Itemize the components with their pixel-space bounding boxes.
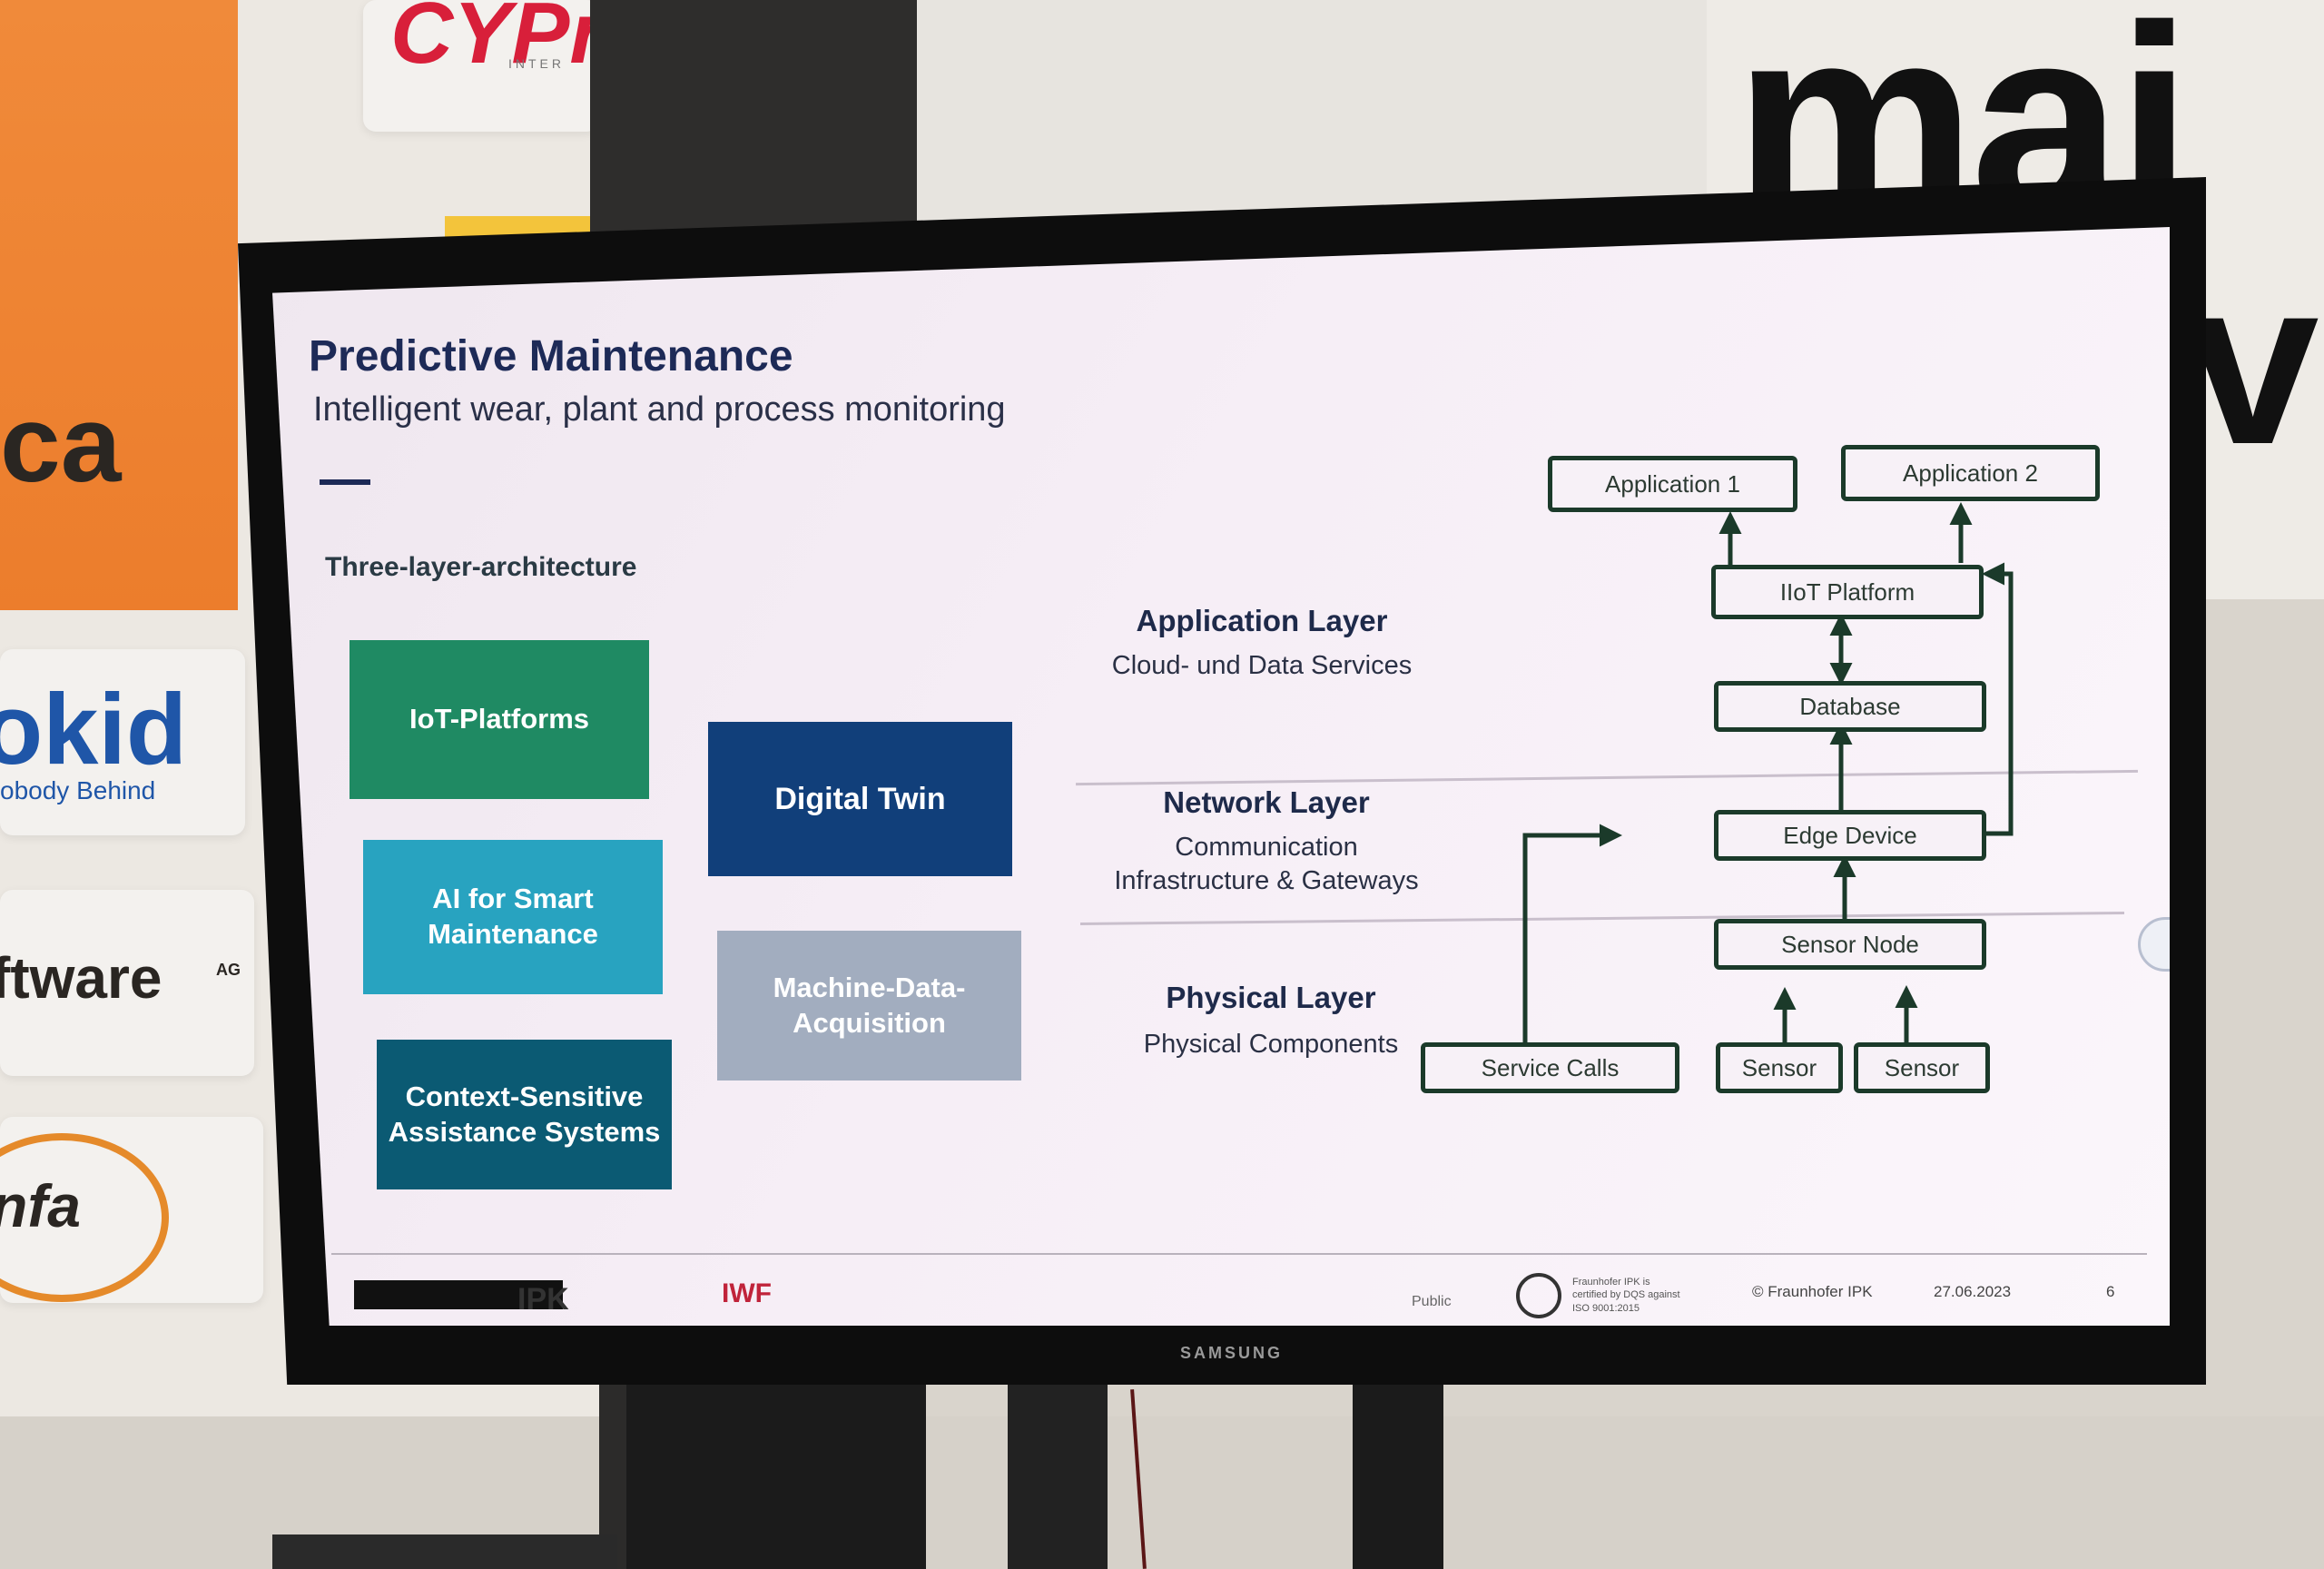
network-layer-description-2: Infrastructure & Gateways	[1114, 866, 1419, 895]
tile-ai-smart-maintenance: AI for Smart Maintenance	[363, 840, 663, 994]
tile-iot-platforms: IoT-Platforms	[350, 640, 649, 799]
certification-seal-icon	[1516, 1273, 1561, 1318]
footer-ipk-mark: IPK	[517, 1282, 569, 1317]
mfa-logo: nfa	[0, 1172, 81, 1239]
application-layer-description: Cloud- und Data Services	[1111, 651, 1413, 680]
title-accent-rule	[320, 479, 370, 485]
arrow-edge-to-platform	[1977, 562, 2014, 836]
software-logo-suffix: AG	[216, 961, 241, 979]
network-layer-description-1: Communication	[1175, 833, 1358, 862]
footer-copyright: © Fraunhofer IPK	[1752, 1283, 1873, 1300]
tv-stand-right-leg	[1353, 1380, 1443, 1569]
section-label: Three-layer-architecture	[325, 552, 637, 582]
physical-layer-description: Physical Components	[1143, 1030, 1399, 1059]
cypro-logo: CYPr	[390, 0, 604, 82]
application-layer-title: Application Layer	[1136, 604, 1388, 637]
footer-rule	[331, 1253, 2147, 1255]
tile-digital-twin: Digital Twin	[708, 722, 1012, 876]
node-sensor-a: Sensor	[1716, 1042, 1843, 1093]
node-sensor-node: Sensor Node	[1714, 919, 1986, 970]
arrow-servicecalls-to-edge	[1522, 824, 1622, 1046]
tv-stand-middle-leg	[1008, 1380, 1108, 1569]
orange-banner	[0, 0, 238, 610]
tile-context-sensitive-assistance: Context-Sensitive Assistance Systems	[377, 1040, 672, 1189]
node-database: Database	[1714, 681, 1986, 732]
architecture-diagram-connectors	[1522, 502, 2014, 1046]
okid-logo: okid	[0, 674, 188, 785]
cypro-logo-subtext: INTER	[508, 56, 565, 71]
cypro-logo-card	[363, 0, 599, 132]
footer-classification: Public	[1412, 1294, 1452, 1309]
slide-title: Predictive Maintenance	[309, 332, 793, 380]
node-edge-device: Edge Device	[1714, 810, 1986, 861]
footer-page-number: 6	[2106, 1283, 2115, 1300]
tv-stand-left-leg	[626, 1380, 926, 1569]
footer-date: 27.06.2023	[1934, 1283, 2012, 1300]
right-booth-sign-second-line: v	[2188, 231, 2319, 494]
node-application-1: Application 1	[1548, 456, 1797, 512]
mfa-logo-ring	[0, 1133, 169, 1302]
software-logo: ftware	[0, 945, 162, 1011]
footer-certification-text: Fraunhofer IPK is certified by DQS again…	[1572, 1277, 1680, 1314]
table-edge	[272, 1534, 617, 1569]
node-iiot-platform: IIoT Platform	[1711, 565, 1984, 619]
node-application-2: Application 2	[1841, 445, 2100, 501]
network-layer-title: Network Layer	[1163, 785, 1370, 819]
redacted-logo	[354, 1280, 563, 1309]
okid-logo-card	[0, 649, 245, 835]
slide-subtitle: Intelligent wear, plant and process moni…	[313, 390, 1006, 429]
tv-brand-label: SAMSUNG	[1180, 1344, 1284, 1362]
iwf-logo: IWF	[722, 1278, 772, 1308]
middle-wall	[917, 0, 1716, 236]
node-sensor-b: Sensor	[1854, 1042, 1990, 1093]
tv-screen: Predictive Maintenance Intelligent wear,…	[272, 227, 2170, 1326]
okid-tagline: obody Behind	[0, 776, 156, 804]
node-service-calls: Service Calls	[1421, 1042, 1679, 1093]
orange-banner-text: ca	[0, 383, 122, 505]
physical-layer-title: Physical Layer	[1166, 981, 1376, 1014]
software-logo-card	[0, 890, 254, 1076]
tile-machine-data-acquisition: Machine-Data-Acquisition	[717, 931, 1021, 1081]
